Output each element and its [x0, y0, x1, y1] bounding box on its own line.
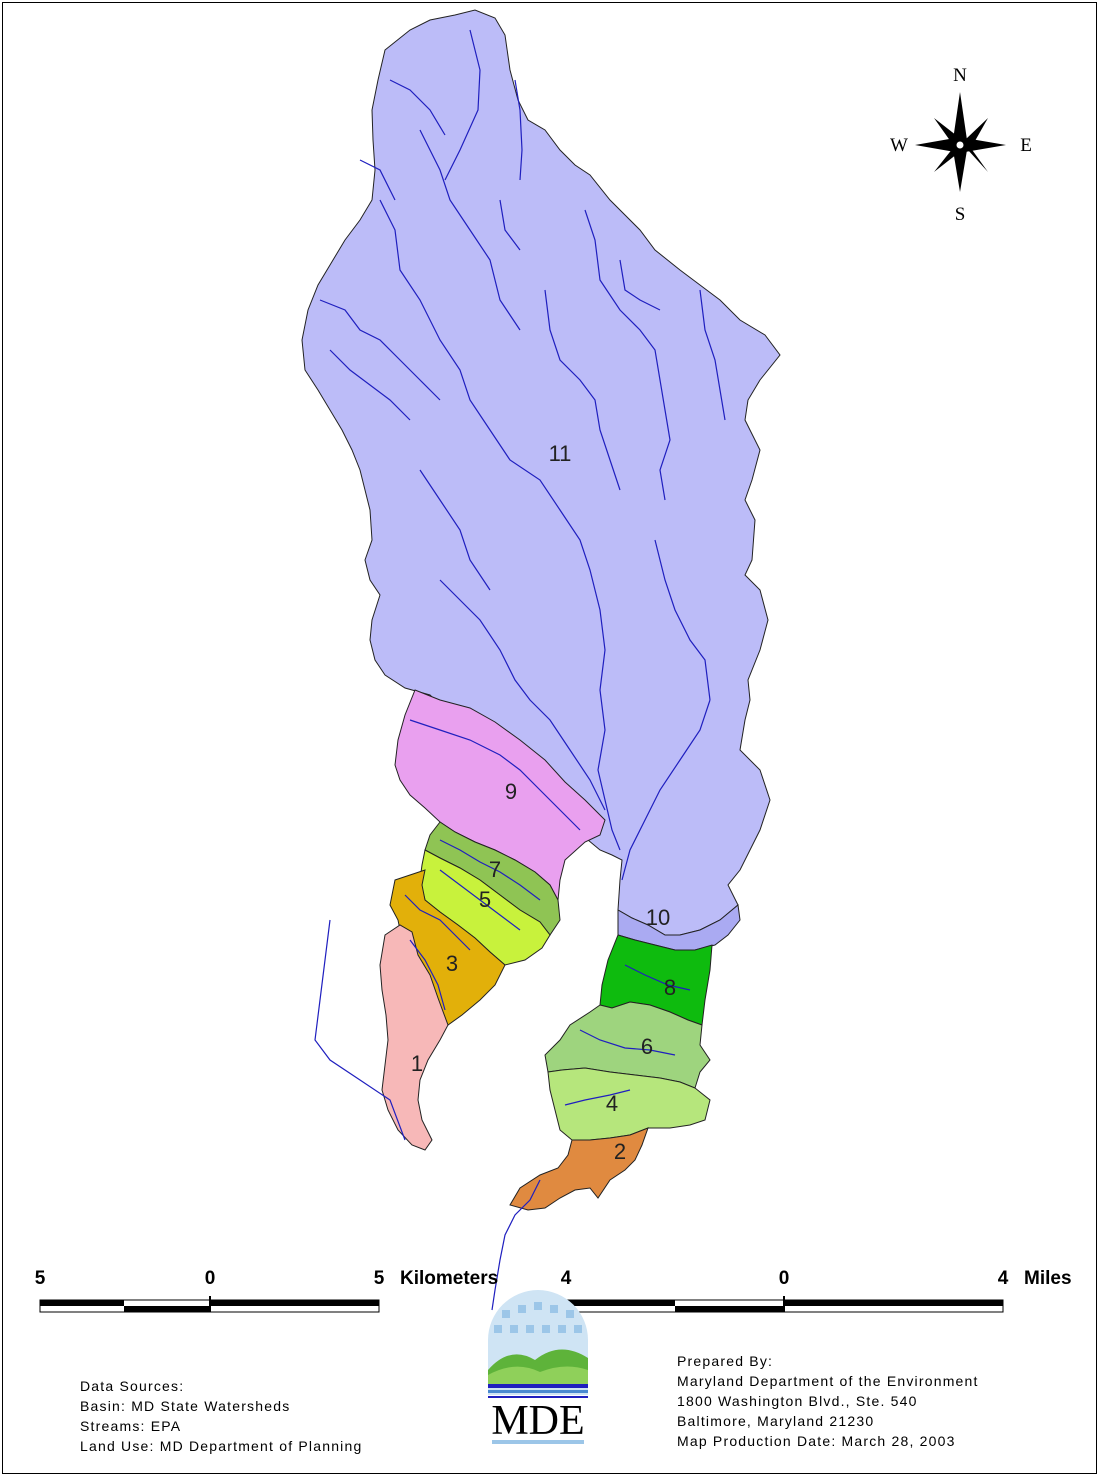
scalebar-km-right: 5 — [374, 1268, 385, 1289]
data-sources-block: Data Sources: Basin: MD State Watersheds… — [80, 1376, 362, 1456]
scalebar-miles: 4 0 4 Miles — [561, 1268, 1072, 1313]
prepared-date: Map Production Date: March 28, 2003 — [677, 1433, 956, 1449]
mde-logo: MDE — [488, 1290, 588, 1444]
prepared-city: Baltimore, Maryland 21230 — [677, 1413, 875, 1429]
scalebar-mi-mid: 0 — [779, 1268, 790, 1289]
scalebar-mi-unit: Miles — [1024, 1268, 1072, 1289]
data-sources-land-use: Land Use: MD Department of Planning — [80, 1438, 363, 1454]
subbasin-label-11: 11 — [549, 441, 572, 466]
stream-network — [314, 29, 726, 1311]
prepared-by-block: Prepared By: Maryland Department of the … — [677, 1351, 979, 1451]
subbasin-label-5: 5 — [479, 887, 491, 912]
scalebar-km-left: 5 — [35, 1268, 46, 1289]
scalebar-km-mid: 0 — [205, 1268, 216, 1289]
subbasin-labels: 11 10 9 8 7 6 5 4 3 2 1 — [411, 441, 676, 1164]
subbasin-4[interactable] — [547, 1067, 711, 1141]
subbasin-label-3: 3 — [446, 951, 458, 976]
subbasin-label-9: 9 — [505, 779, 517, 804]
data-sources-streams: Streams: EPA — [80, 1418, 182, 1434]
scalebar-km-unit: Kilometers — [400, 1268, 498, 1289]
subbasin-1[interactable] — [379, 924, 449, 1151]
subbasin-label-4: 4 — [606, 1091, 618, 1116]
prepared-org: Maryland Department of the Environment — [677, 1373, 979, 1389]
data-sources-heading: Data Sources: — [80, 1378, 185, 1394]
subbasin-2[interactable] — [509, 1127, 649, 1211]
compass-s: S — [955, 204, 966, 225]
scalebar-mi-left: 4 — [561, 1268, 572, 1289]
scalebar-kilometers: 5 0 5 Kilometers — [35, 1268, 498, 1313]
data-sources-basin: Basin: MD State Watersheds — [80, 1398, 291, 1414]
subbasin-label-6: 6 — [641, 1034, 653, 1059]
subbasin-label-2: 2 — [614, 1139, 626, 1164]
compass-e: E — [1020, 135, 1032, 156]
prepared-street: 1800 Washington Blvd., Ste. 540 — [677, 1393, 918, 1409]
prepared-heading: Prepared By: — [677, 1353, 774, 1369]
subbasin-label-1: 1 — [411, 1051, 423, 1076]
compass-n: N — [953, 65, 967, 86]
subbasin-label-10: 10 — [646, 905, 670, 930]
subbasin-label-7: 7 — [489, 857, 501, 882]
compass-w: W — [890, 135, 908, 156]
north-arrow-icon: N S E W — [890, 65, 1032, 225]
mde-logo-text: MDE — [491, 1398, 584, 1444]
subbasin-label-8: 8 — [664, 975, 676, 1000]
scalebar-mi-right: 4 — [998, 1268, 1009, 1289]
